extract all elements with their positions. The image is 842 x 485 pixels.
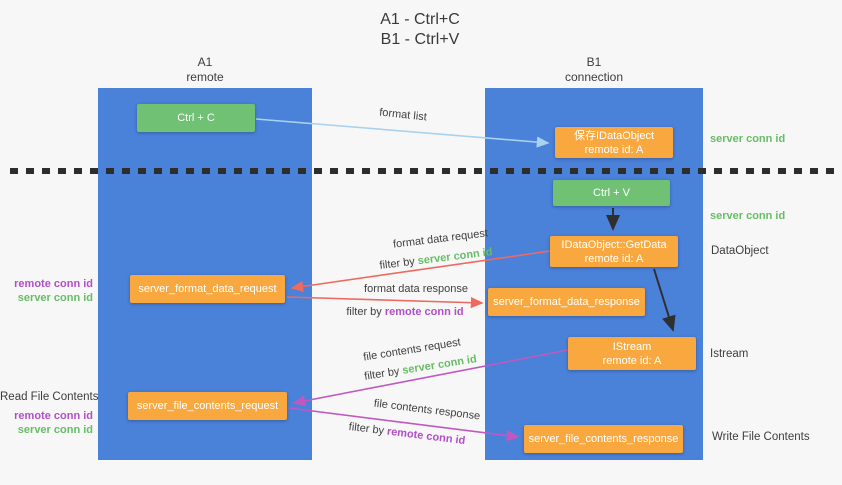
server-format-data-request-label: server_format_data_request bbox=[138, 283, 277, 295]
left-server-conn-id-bottom: server conn id bbox=[17, 424, 93, 436]
server-file-contents-response-label: server_file_contents_response bbox=[528, 433, 679, 445]
arrow-format-data-request bbox=[290, 250, 551, 292]
left-server-conn-id-top: server conn id bbox=[17, 292, 93, 304]
arrow-format-data-response bbox=[286, 296, 484, 309]
save-idataobject-line1: 保存IDataObject bbox=[573, 129, 655, 142]
right-server-conn-id-mid: server conn id bbox=[710, 210, 786, 222]
ctrl-c-box: Ctrl + C bbox=[137, 104, 255, 132]
title-line-2: B1 - Ctrl+V bbox=[380, 31, 460, 48]
lane-a-name: A1 bbox=[197, 55, 213, 69]
format-data-response-label: format data response bbox=[364, 283, 468, 295]
read-file-contents-annotation: Read File Contents bbox=[0, 391, 99, 403]
idataobject-getdata-box: IDataObject::GetData remote id: A bbox=[550, 236, 678, 267]
copy-paste-phase-divider bbox=[10, 168, 834, 174]
left-remote-conn-id-top: remote conn id bbox=[14, 278, 93, 290]
istream-box: IStream remote id: A bbox=[568, 337, 696, 370]
istream-annotation: Istream bbox=[710, 348, 749, 360]
istream-line2: remote id: A bbox=[602, 354, 662, 367]
istream-line1: IStream bbox=[612, 340, 652, 353]
write-file-contents-annotation: Write File Contents bbox=[712, 431, 810, 443]
server-format-data-response-label: server_format_data_response bbox=[493, 296, 640, 308]
server-file-contents-request-label: server_file_contents_request bbox=[136, 400, 279, 412]
getdata-line2: remote id: A bbox=[584, 252, 644, 265]
ctrl-v-label: Ctrl + V bbox=[593, 187, 630, 199]
lane-b-role: connection bbox=[564, 70, 624, 84]
lane-b-name: B1 bbox=[586, 55, 602, 69]
filter-by-text: filter by bbox=[346, 306, 382, 318]
server-file-contents-request-box: server_file_contents_request bbox=[128, 392, 287, 420]
dataobject-annotation: DataObject bbox=[711, 245, 769, 257]
diagram-title: A1 - Ctrl+C B1 - Ctrl+V bbox=[330, 10, 510, 50]
lane-b-header: B1 connection bbox=[485, 55, 703, 85]
save-idataobject-line2: remote id: A bbox=[584, 143, 644, 156]
getdata-line1: IDataObject::GetData bbox=[561, 238, 667, 251]
save-idataobject-box: 保存IDataObject remote id: A bbox=[555, 127, 673, 158]
server-format-data-request-box: server_format_data_request bbox=[130, 275, 285, 303]
server-format-data-response-box: server_format_data_response bbox=[488, 288, 645, 316]
left-remote-conn-id-bottom: remote conn id bbox=[14, 410, 93, 422]
remote-conn-id-text: remote conn id bbox=[384, 306, 464, 318]
lane-a-role: remote bbox=[186, 70, 224, 84]
server-file-contents-response-box: server_file_contents_response bbox=[524, 425, 683, 453]
arrow-file-contents-response bbox=[288, 407, 520, 442]
ctrl-c-label: Ctrl + C bbox=[177, 112, 215, 124]
right-server-conn-id-top: server conn id bbox=[710, 133, 786, 145]
arrow-getdata-to-istream bbox=[653, 268, 676, 332]
ctrl-v-box: Ctrl + V bbox=[553, 180, 670, 206]
title-line-1: A1 - Ctrl+C bbox=[380, 11, 460, 28]
lane-a-header: A1 remote bbox=[98, 55, 312, 85]
arrow-file-contents-request bbox=[292, 349, 569, 407]
arrow-format-list bbox=[255, 118, 550, 148]
